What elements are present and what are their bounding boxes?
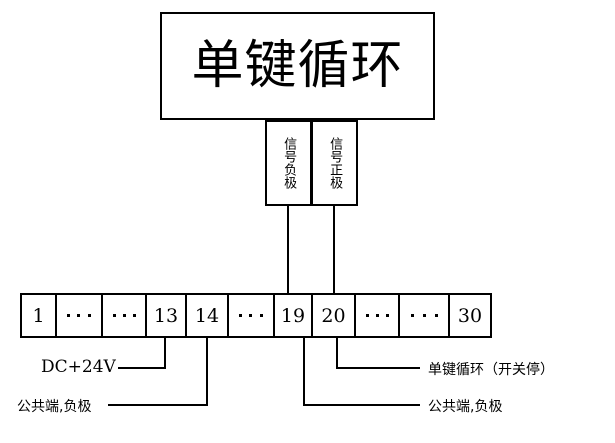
controller-title-box: 单键循环	[160, 12, 435, 120]
terminal-strip: 1 13 14	[20, 293, 492, 338]
dot	[238, 314, 242, 317]
terminal-number: 19	[280, 304, 306, 327]
dot	[112, 314, 116, 317]
terminal-cell[interactable]: 13	[147, 295, 187, 336]
terminal-cell[interactable]: 30	[450, 295, 490, 336]
dot	[422, 314, 426, 317]
wire-terminal-20-to-cycle-label	[336, 367, 420, 369]
annotation-single-key-cycle: 单键循环（开关停）	[428, 362, 554, 378]
terminal-cell[interactable]: 14	[187, 295, 229, 336]
dot	[88, 314, 92, 317]
terminal-cell-ellipsis	[400, 295, 450, 336]
dot	[249, 314, 253, 317]
dot	[132, 314, 136, 317]
ellipsis-dots	[356, 314, 398, 317]
wire-terminal-14-to-common-label	[108, 404, 208, 406]
terminal-number: 20	[321, 304, 346, 327]
ellipsis-dots	[400, 314, 448, 317]
signal-positive-label: 信号正极	[327, 137, 343, 189]
annotation-common-negative-right: 公共端,负极	[428, 399, 503, 415]
terminal-number: 13	[153, 304, 179, 327]
dot	[375, 314, 379, 317]
dot	[122, 314, 126, 317]
dot	[260, 314, 264, 317]
wire-terminal-20-drop	[336, 338, 338, 369]
terminal-cell[interactable]: 1	[22, 295, 57, 336]
annotation-common-negative-left: 公共端,负极	[17, 399, 92, 415]
dot	[434, 314, 438, 317]
dot	[66, 314, 70, 317]
wire-terminal-14-drop	[206, 338, 208, 406]
signal-negative-box: 信号负极	[265, 120, 312, 206]
dot	[77, 314, 81, 317]
ellipsis-dots	[229, 314, 273, 317]
wire-signal-negative-to-terminal-19	[287, 206, 289, 295]
terminal-cell[interactable]: 19	[275, 295, 313, 336]
wire-signal-positive-to-terminal-20	[333, 206, 335, 295]
dot	[385, 314, 389, 317]
dot	[365, 314, 369, 317]
signal-negative-label: 信号负极	[281, 137, 297, 189]
wire-terminal-13-drop	[164, 338, 166, 369]
page-title: 单键循环	[191, 36, 404, 96]
terminal-cell-ellipsis	[103, 295, 147, 336]
terminal-number: 14	[194, 304, 220, 327]
ellipsis-dots	[103, 314, 145, 317]
terminal-number: 30	[457, 304, 483, 327]
terminal-cell-ellipsis	[229, 295, 275, 336]
annotation-dc-24v: DC+24V	[41, 357, 116, 377]
terminal-cell[interactable]: 20	[313, 295, 356, 336]
signal-positive-box: 信号正极	[311, 120, 358, 206]
wire-terminal-19-drop	[303, 338, 305, 406]
dot	[410, 314, 414, 317]
wire-terminal-19-to-common-label	[303, 404, 420, 406]
wire-terminal-13-to-dc24v-label	[118, 367, 166, 369]
terminal-cell-ellipsis	[57, 295, 103, 336]
terminal-cell-ellipsis	[356, 295, 400, 336]
ellipsis-dots	[57, 314, 101, 317]
terminal-number: 1	[32, 304, 45, 327]
